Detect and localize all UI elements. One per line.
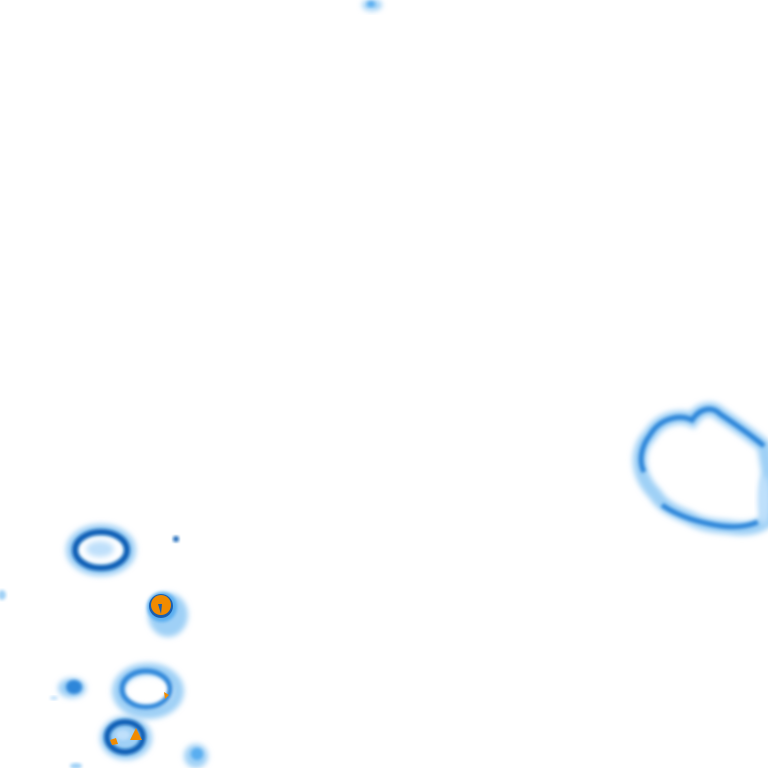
cell-bottom-specks — [50, 696, 82, 768]
cell-left-ring — [66, 524, 136, 576]
cell-top-speck — [362, 0, 382, 11]
cell-bottom-ring — [100, 716, 152, 760]
cell-middle-ring — [112, 663, 184, 719]
cell-orange-core — [147, 592, 188, 637]
cell-tiny-dot — [173, 536, 179, 542]
cell-right-ring — [632, 402, 768, 536]
cell-edge-speck — [0, 590, 6, 600]
cell-bottom-small — [184, 744, 208, 768]
cell-small-left — [58, 678, 86, 698]
